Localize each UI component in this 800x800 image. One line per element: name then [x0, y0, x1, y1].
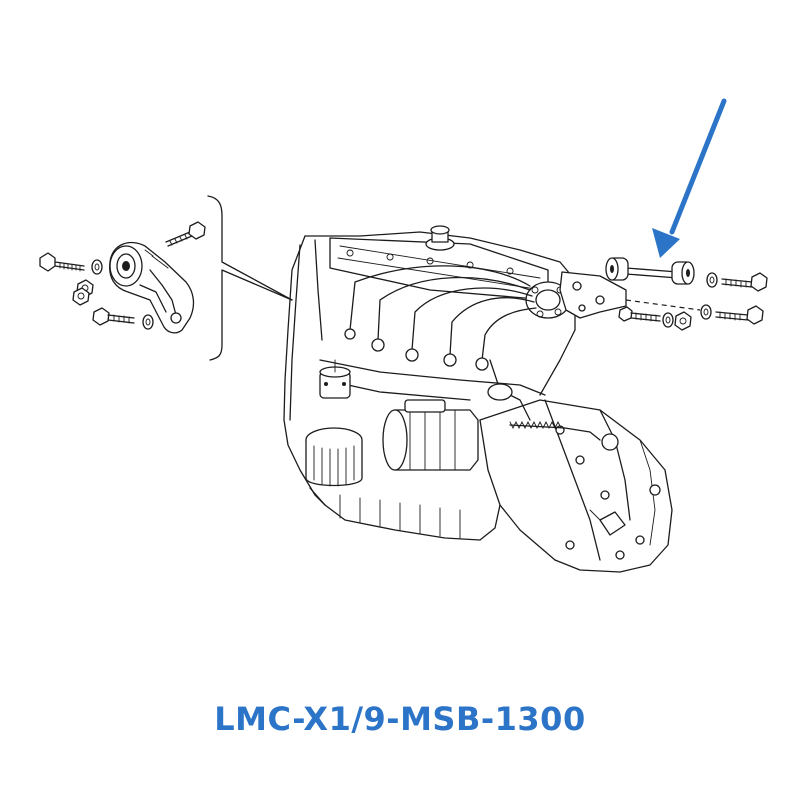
left-long-bolt: [39, 252, 85, 272]
left-upper-bolt: [165, 221, 206, 247]
left-mount-detail: [39, 221, 206, 334]
right-lower-washer-2: [700, 304, 712, 320]
right-mount-plate: [559, 271, 627, 319]
right-upper-bolt: [721, 272, 768, 292]
left-nut-2: [72, 287, 90, 306]
clutch-cable: [509, 420, 619, 451]
left-washer: [91, 259, 103, 275]
starter-motor: [382, 399, 479, 471]
right-mount-assembly: [559, 257, 768, 331]
right-lower-short-bolt: [715, 305, 764, 325]
right-lower-nut: [674, 311, 692, 331]
right-lower-washer-1: [662, 312, 674, 328]
right-lower-long-bolt: [618, 306, 661, 322]
oil-sump: [309, 487, 501, 541]
fuel-pump: [319, 359, 351, 399]
alignment-dashed-line: [625, 299, 701, 311]
tie-rod-bushing-left: [605, 257, 629, 281]
left-lower-bolt: [92, 307, 135, 326]
blue-arrow-icon: [652, 98, 727, 258]
left-lower-washer: [142, 314, 154, 330]
detail-callout-bracket: [207, 195, 293, 361]
oil-filter: [305, 427, 363, 487]
tie-rod-bushing-right: [671, 261, 695, 285]
filler-cap: [425, 225, 455, 251]
plug-wires: [344, 265, 537, 371]
part-number-label: LMC-X1/9-MSB-1300: [214, 700, 586, 738]
tie-rod: [605, 257, 695, 285]
left-mount-bracket: [109, 241, 195, 334]
engine-assembly: [283, 225, 673, 573]
gearbox: [479, 399, 673, 573]
right-upper-washer: [706, 272, 718, 288]
